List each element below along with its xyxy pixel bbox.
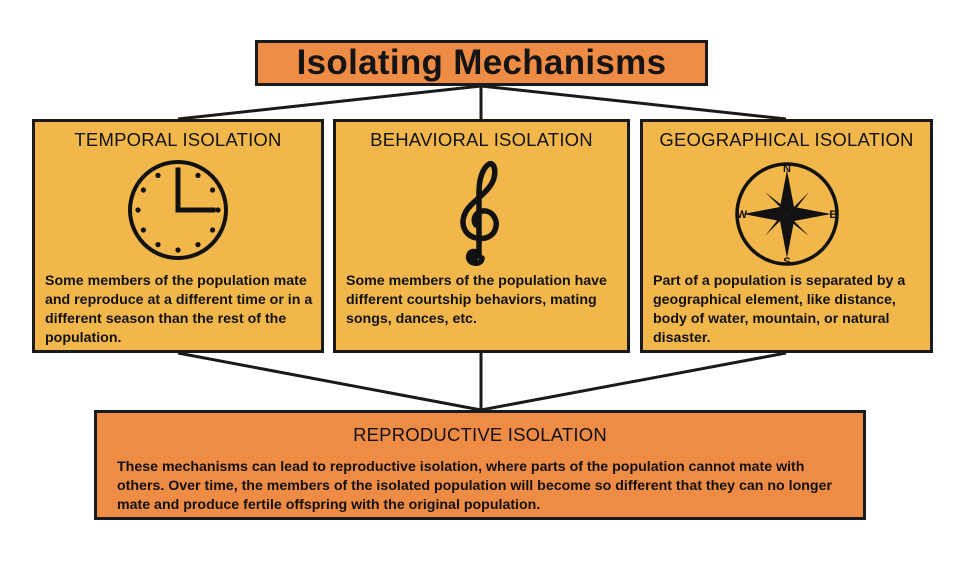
card-heading: GEOGRAPHICAL ISOLATION (659, 129, 914, 150)
connector-bottom-right (480, 351, 787, 412)
compass-label-n: N (783, 163, 791, 175)
card-description: Some members of the population mate and … (45, 273, 313, 346)
diagram-title: Isolating Mechanisms (296, 43, 667, 82)
clock-icon (126, 158, 230, 267)
result-description: These mechanisms can lead to reproductiv… (117, 459, 833, 513)
card-geographical-isolation: GEOGRAPHICAL ISOLATION N S W E Part of a… (640, 119, 933, 353)
treble-clef-icon (452, 158, 512, 271)
result-heading: REPRODUCTIVE ISOLATION (353, 424, 607, 445)
connector-title-right (480, 84, 787, 121)
compass-rose-icon: N S W E (731, 158, 843, 275)
compass-label-w: W (736, 209, 747, 221)
card-behavioral-isolation: BEHAVIORAL ISOLATION Some members of the… (333, 119, 630, 353)
reproductive-isolation-box: REPRODUCTIVE ISOLATION These mechanisms … (94, 410, 866, 520)
title-box: Isolating Mechanisms (255, 40, 708, 86)
card-description: Part of a population is separated by a g… (653, 273, 906, 346)
connector-title-left (177, 84, 482, 121)
card-heading: TEMPORAL ISOLATION (74, 129, 282, 150)
connector-bottom-left (177, 351, 482, 412)
card-description: Some members of the population have diff… (346, 273, 607, 327)
compass-label-e: E (829, 209, 836, 221)
card-heading: BEHAVIORAL ISOLATION (370, 129, 593, 150)
compass-label-s: S (783, 256, 790, 268)
card-temporal-isolation: TEMPORAL ISOLATION So (32, 119, 324, 353)
